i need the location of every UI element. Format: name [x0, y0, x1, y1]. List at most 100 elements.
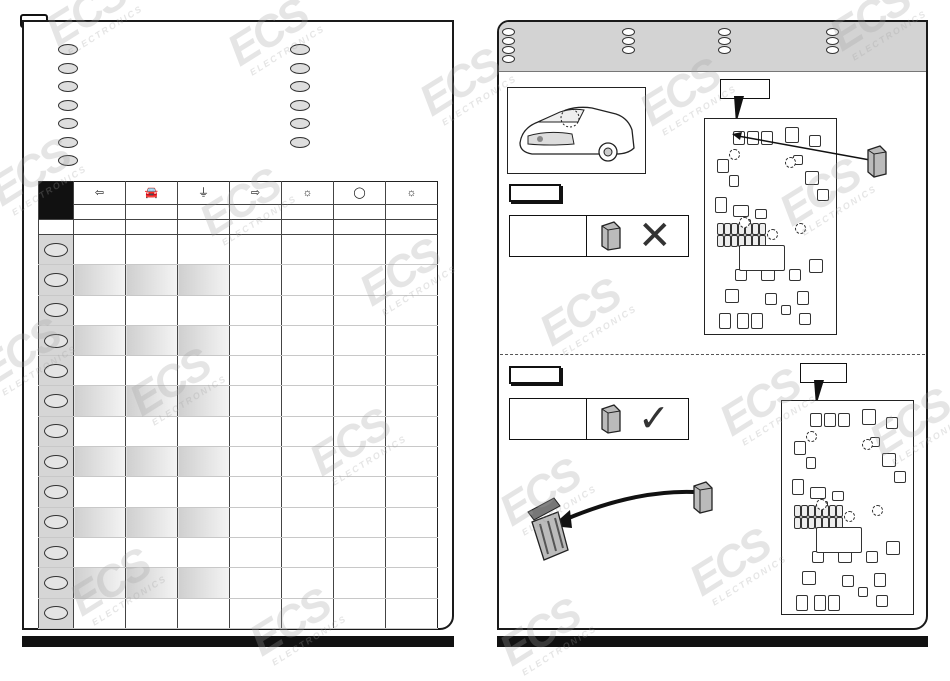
table-cell: [177, 598, 230, 629]
table-cell: [333, 507, 386, 538]
board-component: [806, 457, 816, 469]
row-oval: [44, 515, 68, 530]
check-icon: ✓: [638, 398, 670, 440]
right-arrow-icon: ⇨: [250, 186, 261, 199]
board-component: [755, 209, 767, 219]
row-label-cell: [38, 537, 74, 569]
board-fuse-slot: [717, 235, 724, 247]
table-cell: [177, 264, 230, 296]
table-cell: [281, 234, 334, 266]
header-oval: [826, 46, 839, 54]
board-component: [799, 313, 811, 325]
table-cell: [385, 598, 438, 629]
car-image: [507, 87, 646, 174]
table-row: [38, 385, 438, 417]
table-subheader-cell: [73, 204, 126, 220]
board-screw: [729, 149, 740, 160]
board-component: [810, 487, 826, 499]
legend-oval-right: [290, 118, 310, 129]
row-label-cell: [38, 598, 74, 629]
table-cell: [73, 355, 126, 387]
table-cell: [73, 537, 126, 569]
table-header-blank: [39, 204, 438, 220]
table-cell: [281, 295, 334, 326]
board-component: [729, 175, 739, 187]
legend-oval-left: [58, 81, 78, 92]
board-component: [715, 197, 727, 213]
fuse-result-box-top: ✕: [509, 215, 689, 257]
table-cell: [73, 264, 126, 296]
ground-icon: ⏚: [198, 186, 209, 199]
table-cell: [385, 537, 438, 569]
table-cell: [333, 385, 386, 417]
row-oval: [44, 485, 68, 500]
table-cell: [229, 325, 282, 357]
table-row: [38, 416, 438, 448]
board-fuse-slot: [752, 223, 759, 235]
board-screw: [767, 229, 778, 240]
table-cell: [125, 567, 178, 599]
table-cell: [229, 567, 282, 599]
header-oval: [718, 28, 731, 36]
row-label-cell: [38, 446, 74, 478]
board-component: [733, 205, 749, 217]
board-screw: [795, 223, 806, 234]
table-cell: [73, 295, 126, 326]
header-oval: [502, 46, 515, 54]
table-cell: [229, 446, 282, 478]
table-header-cell: ⇨: [229, 181, 282, 205]
board-component: [789, 269, 801, 281]
board-screw: [862, 439, 873, 450]
board-fuse-slot: [801, 517, 808, 529]
board-fuse-slot: [794, 505, 801, 517]
table-spacer-cell: [333, 219, 386, 235]
table-header-icons: ⇦🚘⏚⇨☼◯☼: [38, 181, 438, 220]
board-fuse-slot: [808, 517, 815, 529]
table-cell: [333, 234, 386, 266]
board-component: [828, 595, 840, 611]
board-fuse-slot: [724, 235, 731, 247]
fuse-box-diagram-top: [704, 118, 837, 335]
table-cell: [177, 416, 230, 448]
table-row: [38, 264, 438, 296]
bulb-icon: ☼: [302, 186, 313, 199]
table-header-cell: ☼: [281, 181, 334, 205]
table-cell: [177, 385, 230, 417]
table-spacer-cell: [385, 219, 438, 235]
table-subheader-cell: [229, 204, 282, 220]
table-cell: [281, 537, 334, 569]
board-component: [802, 571, 816, 585]
table-row: [38, 295, 438, 326]
table-cell: [281, 598, 334, 629]
table-cell: [333, 295, 386, 326]
fuse-icon: [601, 221, 621, 251]
row-oval: [44, 333, 68, 348]
board-screw: [844, 511, 855, 522]
legend-oval-right: [290, 62, 310, 74]
board-component: [797, 291, 809, 305]
board-fuse-slot: [836, 505, 843, 517]
row-oval: [44, 606, 68, 621]
callout-label-top: [720, 79, 770, 99]
trash-bin-icon: [527, 497, 569, 561]
legend-oval-left: [58, 62, 78, 74]
header-oval: [622, 28, 635, 36]
board-relay: [739, 245, 785, 271]
table-header-cell: ◯: [333, 181, 386, 205]
board-fuse-slot: [808, 505, 815, 517]
header-oval: [502, 55, 515, 63]
table-cell: [177, 507, 230, 538]
table-cell: [73, 476, 126, 508]
board-component: [832, 491, 844, 501]
table-cell: [177, 234, 230, 266]
board-component: [785, 127, 799, 143]
right-header-strip: [499, 22, 926, 72]
table-cell: [229, 264, 282, 296]
row-label-cell: [38, 264, 74, 296]
table-header-cell: ⏚: [177, 181, 230, 205]
table-cell: [229, 507, 282, 538]
table-subheader-cell: [125, 204, 178, 220]
board-component: [751, 313, 763, 329]
table-cell: [125, 234, 178, 266]
table-cell: [281, 385, 334, 417]
